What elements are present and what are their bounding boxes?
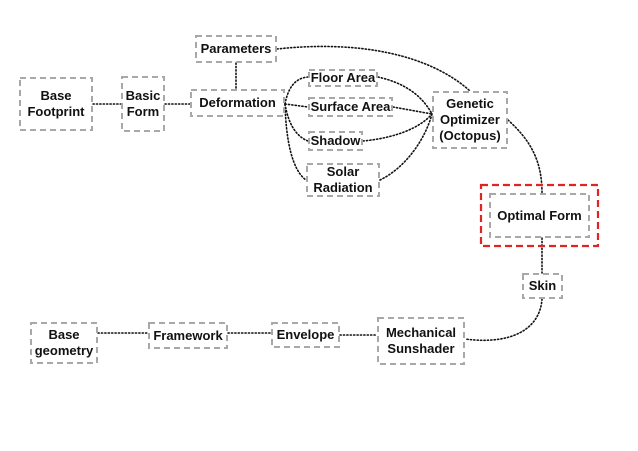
node-parameters[interactable]: Parameters [195,35,277,63]
node-label: Genetic Optimizer (Octopus) [439,96,501,143]
node-frame [522,273,563,299]
node-frame [195,35,277,63]
node-label: Skin [528,278,557,293]
node-label: Mechanical Sunshader [385,325,457,356]
node-label: Surface Area [310,99,391,114]
edge-genetic-optimizer-optimal-form [507,119,543,194]
node-label: Basic Form [125,88,161,119]
edge-floor-area-genetic-optimizer [377,76,433,115]
node-envelope[interactable]: Envelope [271,322,340,348]
node-surface-area[interactable]: Surface Area [308,97,393,117]
node-optimal-form[interactable]: Optimal Form [489,193,590,238]
node-frame [30,322,98,364]
node-shadow[interactable]: Shadow [308,131,363,151]
node-floor-area[interactable]: Floor Area [308,69,378,87]
node-label: Envelope [276,327,335,342]
edge-skin-mechanical-sunshader [464,298,543,342]
edge-shadow-genetic-optimizer [362,113,433,142]
node-deformation[interactable]: Deformation [190,89,285,117]
edge-deformation-shadow [284,103,309,142]
node-frame [121,76,165,132]
node-basic-form[interactable]: Basic Form [121,76,165,132]
node-frame [308,97,393,117]
node-frame [306,163,380,197]
node-frame [308,131,363,151]
edge-solar-radiation-genetic-optimizer [379,113,433,181]
node-mechanical-sunshader[interactable]: Mechanical Sunshader [377,317,465,365]
node-label: Deformation [199,95,276,110]
node-genetic-optimizer[interactable]: Genetic Optimizer (Octopus) [432,91,508,149]
node-framework[interactable]: Framework [148,322,228,349]
node-label: Base geometry [34,327,94,358]
edge-surface-area-genetic-optimizer [392,106,433,115]
node-frame [19,77,93,131]
edge-parameters-genetic-optimizer [276,45,471,92]
node-label: Optimal Form [497,207,582,223]
node-label: Solar Radiation [313,164,373,195]
node-label: Base Footprint [27,88,85,119]
node-frame [308,69,378,87]
optimal-form-highlight-frame [479,183,600,248]
node-label: Floor Area [310,70,376,85]
edge-deformation-surface-area [284,103,309,108]
edge-deformation-solar-radiation [284,103,307,181]
node-frame [377,317,465,365]
node-base-geometry[interactable]: Base geometry [30,322,98,364]
node-skin[interactable]: Skin [522,273,563,299]
node-base-footprint[interactable]: Base Footprint [19,77,93,131]
edges-layer [92,45,543,342]
node-frame [271,322,340,348]
node-label: Parameters [200,41,272,56]
node-solar-radiation[interactable]: Solar Radiation [306,163,380,197]
node-frame [148,322,228,349]
node-frame [432,91,508,149]
node-label: Framework [153,327,223,343]
node-frame [489,193,590,238]
node-frame [190,89,285,117]
edge-deformation-floor-area [284,76,309,105]
node-label: Shadow [310,133,361,148]
